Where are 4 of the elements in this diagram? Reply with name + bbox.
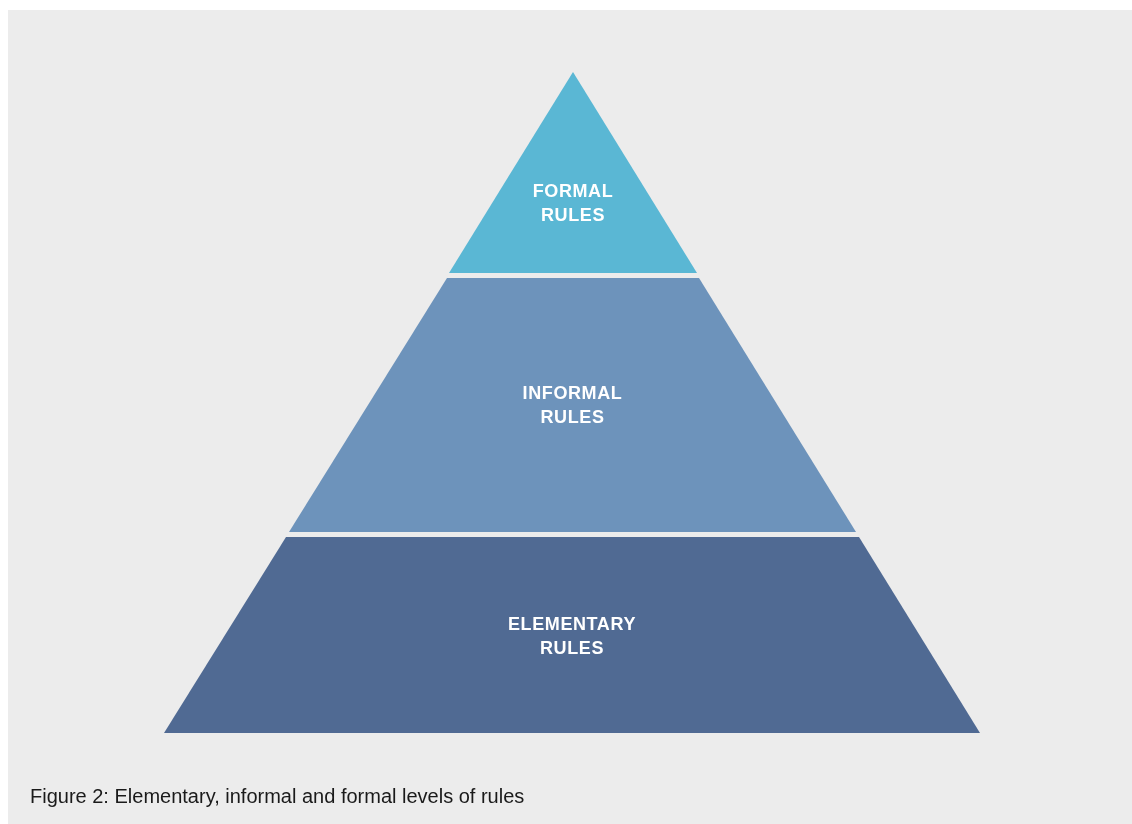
tier-label: INFORMAL RULES	[521, 382, 624, 429]
figure-caption: Figure 2: Elementary, informal and formal levels of rules	[30, 785, 525, 808]
tier-label: FORMAL RULES	[531, 180, 615, 227]
tier-label: ELEMENTARY RULES	[507, 613, 637, 660]
